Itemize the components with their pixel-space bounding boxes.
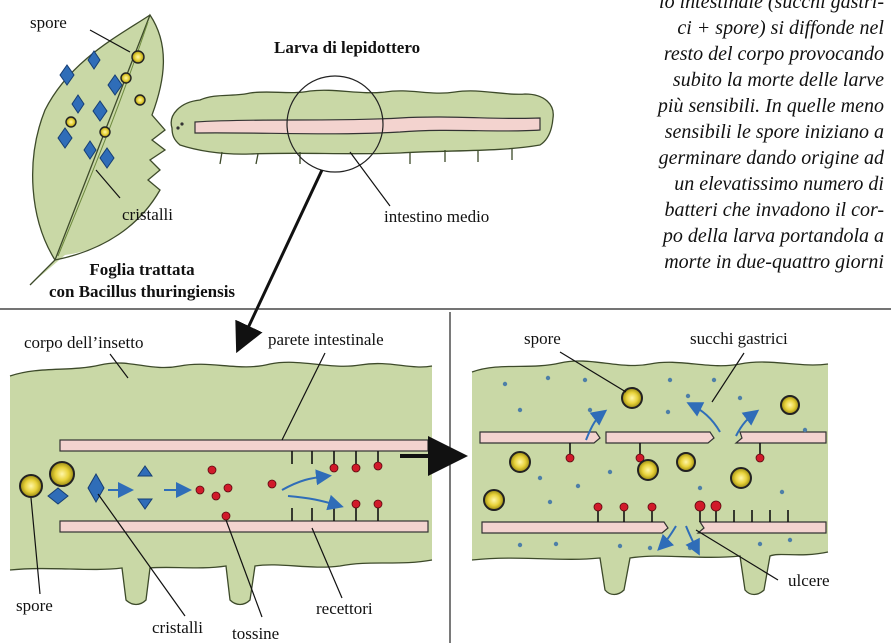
label-corpo-insetto: corpo dell’insetto	[24, 333, 143, 352]
label-recettori: recettori	[316, 599, 373, 618]
zoom-arrow	[240, 170, 322, 345]
larva-title: Larva di lepidottero	[274, 38, 420, 57]
caption-line: batteri che invadono il cor-	[664, 199, 884, 221]
caption-line: po della larva portandola a	[661, 225, 884, 247]
label-spore-right: spore	[524, 329, 561, 348]
label-ulcere: ulcere	[788, 571, 830, 590]
label-cristalli-left: cristalli	[152, 618, 203, 637]
right-panel: spore succhi gastrici ulcere	[472, 329, 830, 595]
label-tossine: tossine	[232, 624, 279, 643]
left-panel: corpo dell’insetto parete intestinale sp…	[10, 330, 432, 643]
caption-line: sensibili le spore iniziano a	[665, 121, 884, 143]
label-parete-intestinale: parete intestinale	[268, 330, 384, 349]
label-cristalli-top: cristalli	[122, 205, 173, 224]
caption-line: subito la morte delle larve	[673, 69, 884, 91]
label-succhi-gastrici: succhi gastrici	[690, 329, 788, 348]
caption-line: lo intestinale (succhi gastri-	[659, 0, 884, 13]
caption-line: resto del corpo provocando	[664, 43, 884, 65]
label-intestino-medio: intestino medio	[384, 207, 489, 226]
larva	[171, 90, 553, 164]
label-spore-top: spore	[30, 13, 67, 32]
leaf-title-line1: Foglia trattata	[89, 260, 195, 279]
caption-line: germinare dando origine ad	[659, 147, 885, 169]
leaf-title-line2: con Bacillus thuringiensis	[49, 282, 235, 301]
caption-text: lo intestinale (succhi gastri-ci + spore…	[656, 0, 885, 273]
caption-line: un elevatissimo numero di	[674, 173, 884, 195]
caption-line: morte in due-quattro giorni	[664, 251, 884, 273]
caption-line: ci + spore) si diffonde nel	[677, 17, 884, 39]
caption-line: più sensibili. In quelle meno	[656, 95, 884, 117]
label-spore-left: spore	[16, 596, 53, 615]
treated-leaf	[30, 15, 165, 285]
